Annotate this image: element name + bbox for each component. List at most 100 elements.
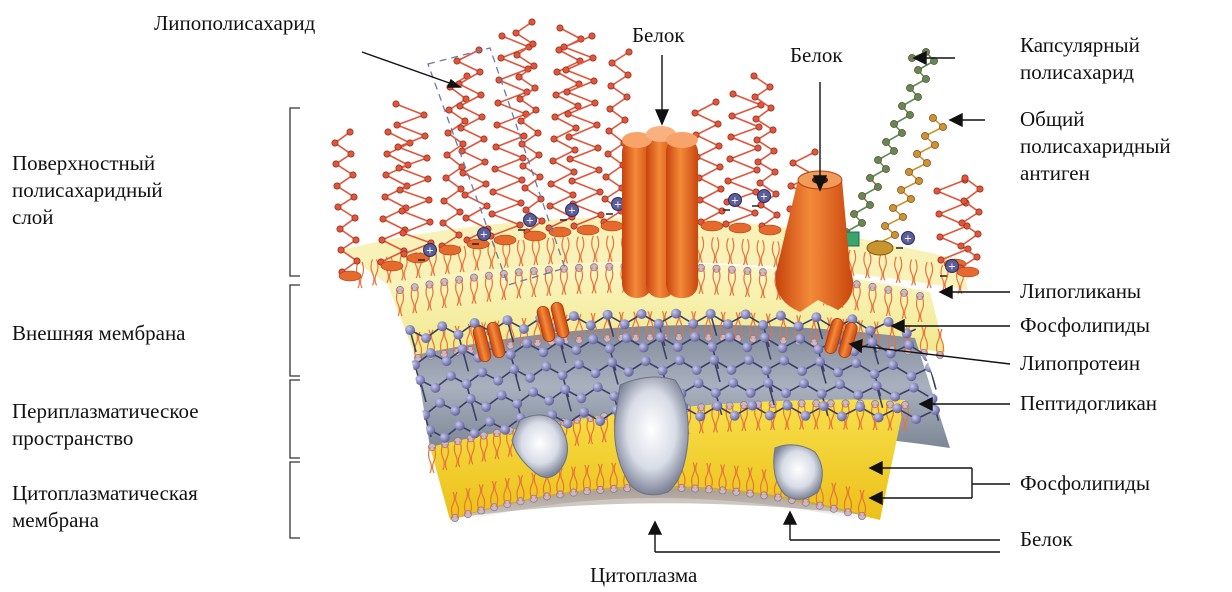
lps-unit (440, 220, 446, 226)
label-phospholipids-inner: Фосфолипиды (1020, 470, 1150, 497)
lps-unit (607, 106, 613, 112)
peptidoglycan-node (522, 338, 532, 348)
peptidoglycan-node (656, 332, 666, 342)
lps-unit (385, 129, 391, 135)
lps-unit (561, 44, 567, 50)
lps-unit (443, 175, 449, 181)
label-surface-line2: полисахаридный (12, 177, 163, 204)
lps-unit (596, 167, 602, 173)
label-capsular-line1: Капсулярный (1020, 32, 1140, 59)
lps-unit (551, 136, 557, 142)
peptidoglycan-node (892, 403, 902, 413)
lps-unit (554, 69, 560, 75)
plus-sign: + (614, 200, 622, 211)
peptidoglycan-node (560, 384, 570, 394)
antigen-unit (929, 114, 936, 121)
lps-unit (729, 113, 735, 119)
label-lipopolysaccharide: Липополисахарид (154, 10, 315, 37)
lps-unit (977, 186, 983, 192)
peptidoglycan-node (410, 360, 420, 370)
peptidoglycan-node (890, 392, 900, 402)
peptidoglycan-node (813, 344, 823, 354)
common-antigen-chain (873, 114, 946, 247)
label-common-line1: Общий (1020, 106, 1171, 133)
lps-unit (523, 207, 529, 213)
label-protein-top-1: Белок (632, 22, 685, 49)
lipid-a-anchor (729, 223, 751, 233)
lps-unit (335, 204, 341, 210)
peptidoglycan-node (415, 375, 425, 385)
lps-unit (767, 84, 773, 90)
peptidoglycan-node (709, 355, 719, 365)
lps-unit (728, 134, 734, 140)
lps-unit (522, 185, 528, 191)
antigen-unit (913, 150, 920, 157)
lps-unit (422, 133, 428, 139)
lps-unit (481, 136, 487, 142)
antigen-unit (905, 168, 912, 175)
lps-unit (716, 143, 722, 149)
lps-unit (332, 140, 338, 146)
peptidoglycan-node (870, 369, 880, 379)
peptidoglycan-node (758, 320, 768, 330)
lipid-a-anchor (601, 221, 623, 231)
peptidoglycan-node (692, 365, 702, 375)
lps-unit (598, 212, 604, 218)
lps-unit (483, 181, 489, 187)
peptidoglycan-node (801, 411, 811, 421)
peptidoglycan-node (525, 373, 535, 383)
lps-unit (519, 141, 525, 147)
lps-unit (597, 189, 603, 195)
peptidoglycan-node (765, 411, 775, 421)
lps-unit (517, 222, 523, 228)
peptidoglycan-node (872, 381, 882, 391)
lps-unit (547, 203, 553, 209)
peptidoglycan-node (835, 379, 845, 389)
lps-unit (520, 155, 526, 161)
lps-unit (334, 183, 340, 189)
label-capsular-polysaccharide: Капсулярный полисахарид (1020, 32, 1140, 86)
lps-unit (962, 175, 968, 181)
lps-unit (958, 243, 964, 249)
capsular-unit (922, 75, 929, 82)
peptidoglycan-node (851, 358, 861, 368)
peptidoglycan-node (588, 334, 598, 344)
peptidoglycan-node (425, 425, 435, 435)
lps-unit (333, 161, 339, 167)
lps-unit (536, 152, 542, 158)
peptidoglycan-node (586, 320, 596, 330)
lps-unit (490, 189, 496, 195)
lps-unit (462, 118, 468, 124)
label-common-line2: полисахаридный (1020, 133, 1171, 160)
lps-unit (445, 130, 451, 136)
label-capsular-line2: полисахарид (1020, 59, 1140, 86)
peptidoglycan-node (571, 345, 581, 355)
peptidoglycan-node (639, 343, 649, 353)
peptidoglycan-node (815, 357, 825, 367)
lps-unit (770, 127, 776, 133)
peptidoglycan-node (688, 319, 698, 329)
peptidoglycan-node (797, 366, 807, 376)
lps-unit (513, 30, 519, 36)
lps-unit (479, 114, 485, 120)
lps-unit (564, 89, 570, 95)
lps-unit (938, 257, 944, 263)
lps-unit (753, 116, 759, 122)
peptidoglycan-node (481, 402, 491, 412)
plus-sign: + (948, 262, 956, 273)
peptidoglycan-node (779, 356, 789, 366)
peptidoglycan-node (541, 361, 551, 371)
lps-unit (773, 191, 779, 197)
lps-unit (790, 160, 796, 166)
lps-unit (605, 151, 611, 157)
lps-unit (396, 165, 402, 171)
lps-unit (337, 226, 343, 232)
label-protein-bottom: Белок (1020, 526, 1073, 553)
lps-unit (495, 100, 501, 106)
peptidoglycan-node (673, 342, 683, 352)
peptidoglycan-node (446, 371, 456, 381)
peptidoglycan-node (888, 360, 898, 370)
peptidoglycan-node (493, 376, 503, 386)
lps-unit (590, 55, 596, 61)
lps-unit (772, 169, 778, 175)
